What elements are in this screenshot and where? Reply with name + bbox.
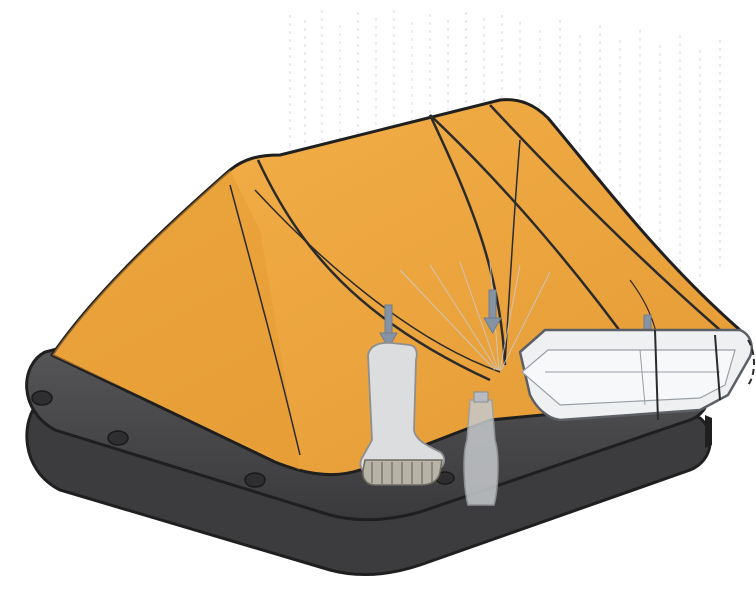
water-bottle bbox=[464, 392, 498, 505]
